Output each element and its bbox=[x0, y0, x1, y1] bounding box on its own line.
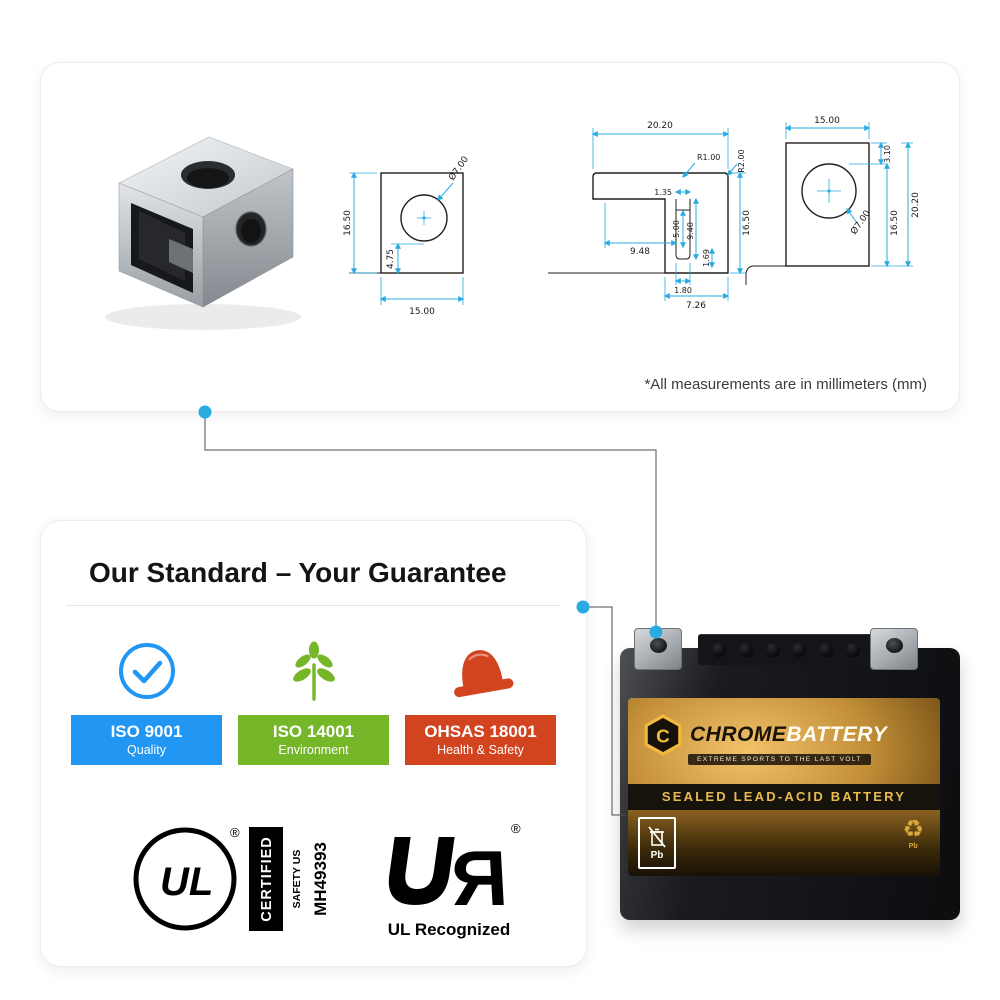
top-bolt-hole-bore bbox=[187, 168, 229, 188]
recycle-info: ♻ Pb bbox=[902, 816, 924, 851]
render-shadow bbox=[105, 304, 301, 330]
dim-section-height: 16.50 bbox=[742, 210, 752, 236]
pb-label: Pb bbox=[650, 850, 664, 861]
battery-product-image: C CHROMEBATTERY EXTREME SPORTS TO THE LA… bbox=[618, 590, 963, 928]
brand-part2: BATTERY bbox=[786, 723, 888, 746]
dim-front-hole-diameter: Ø7.00 bbox=[446, 155, 471, 183]
recycle-icon: ♻ bbox=[902, 816, 924, 843]
ul-recognized-label: UL Recognized bbox=[388, 920, 510, 939]
svg-text:R: R bbox=[446, 834, 515, 922]
dim-section-slot-depth: 9.40 bbox=[686, 222, 695, 240]
dim-side-width: 15.00 bbox=[814, 116, 840, 126]
ur-mark-glyph: R bbox=[388, 834, 515, 922]
dim-section-width: 20.20 bbox=[647, 121, 673, 131]
dim-side-height: 16.50 bbox=[890, 210, 900, 236]
crossed-trash-icon bbox=[648, 826, 666, 848]
brand-tagline: EXTREME SPORTS TO THE LAST VOLT bbox=[688, 754, 871, 765]
dim-section-slot-width: 5.00 bbox=[672, 220, 681, 238]
part-outline bbox=[349, 172, 464, 274]
dim-front-hole-offset: 4.75 bbox=[386, 249, 396, 269]
divider bbox=[66, 605, 561, 606]
badge-sublabel: Environment bbox=[278, 742, 349, 757]
dim-front-width: 15.00 bbox=[409, 307, 435, 317]
certified-bar bbox=[249, 827, 283, 931]
section-view-drawing: 20.20 R1.00 R2.00 1.35 5.00 9.48 9.40 1.… bbox=[548, 121, 752, 311]
plant-icon bbox=[282, 627, 346, 715]
badge-iso14001: ISO 14001 Environment bbox=[238, 715, 389, 765]
dim-section-step: 1.35 bbox=[654, 188, 672, 197]
dim-front-height: 16.50 bbox=[343, 210, 353, 236]
guarantee-card: Our Standard – Your Guarantee ISO 9001 Q… bbox=[40, 520, 587, 967]
pb-warning-box: Pb bbox=[638, 817, 676, 869]
brand-part1: CHROME bbox=[690, 723, 787, 746]
ul-recognized-mark: R ® UL Recognized bbox=[388, 821, 521, 939]
badge-ohsas18001: OHSAS 18001 Health & Safety bbox=[405, 715, 556, 765]
guarantee-title: Our Standard – Your Guarantee bbox=[89, 557, 507, 588]
registered-symbol: ® bbox=[230, 825, 240, 840]
ul-certified-mark: UL ® CERTIFIED SAFETY US MH49393 bbox=[133, 825, 330, 931]
battery-label: C CHROMEBATTERY EXTREME SPORTS TO THE LA… bbox=[628, 698, 940, 876]
file-number-text: MH49393 bbox=[311, 842, 330, 916]
product-type-band: SEALED LEAD-ACID BATTERY bbox=[628, 784, 940, 810]
badge-label: OHSAS 18001 bbox=[424, 722, 537, 742]
badge-sublabel: Health & Safety bbox=[437, 742, 524, 757]
dim-section-wall: 1.69 bbox=[702, 249, 711, 267]
side-view-drawing: 15.00 3.10 16.50 20.20 Ø7.00 bbox=[745, 116, 921, 285]
part-outline bbox=[745, 142, 870, 285]
ul-letters: UL bbox=[160, 860, 213, 904]
badge-label: ISO 14001 bbox=[272, 722, 355, 742]
terminal-bolt-hole bbox=[650, 638, 667, 653]
dimension-lines bbox=[784, 122, 913, 268]
dimensions-card: 16.50 15.00 4.75 Ø7.00 bbox=[40, 62, 960, 412]
side-cable-hole-bore bbox=[241, 219, 261, 243]
cert-iso14001: ISO 14001 Environment bbox=[238, 627, 389, 765]
dimension-lines bbox=[591, 128, 746, 301]
label-lower-area: Pb ♻ Pb bbox=[628, 810, 940, 876]
dim-section-inner-radius: R1.00 bbox=[697, 153, 720, 162]
badge-sublabel: Quality bbox=[127, 742, 166, 757]
dim-side-top-offset: 3.10 bbox=[883, 145, 892, 163]
dim-side-overall-height: 20.20 bbox=[911, 192, 921, 218]
certified-text: CERTIFIED bbox=[259, 836, 275, 922]
check-circle-icon bbox=[115, 627, 179, 715]
brand-hexagon-icon: C bbox=[644, 714, 682, 756]
cert-ohsas18001: OHSAS 18001 Health & Safety bbox=[405, 627, 556, 765]
terminal-bolt-hole bbox=[886, 638, 903, 653]
battery-terminal-left bbox=[634, 628, 682, 670]
certification-row: ISO 9001 Quality ISO 14001 Environment bbox=[71, 627, 556, 765]
dimension-lines bbox=[349, 171, 465, 305]
dim-section-channel-width: 9.48 bbox=[630, 247, 650, 257]
front-slot-tab bbox=[169, 239, 193, 273]
measurements-note: *All measurements are in millimeters (mm… bbox=[644, 376, 927, 393]
registered-symbol: ® bbox=[511, 821, 521, 836]
dim-section-lip: 1.80 bbox=[674, 286, 692, 295]
battery-terminal-right bbox=[870, 628, 918, 670]
hard-hat-icon bbox=[447, 627, 515, 715]
front-view-drawing: 16.50 15.00 4.75 Ø7.00 bbox=[343, 155, 471, 317]
brand-name: CHROMEBATTERY bbox=[690, 723, 887, 747]
badge-label: ISO 9001 bbox=[110, 722, 183, 742]
part-outline bbox=[548, 172, 729, 274]
dim-section-outer-radius: R2.00 bbox=[737, 149, 746, 172]
battery-vent-cover bbox=[698, 634, 874, 665]
ul-marks-row: UL ® CERTIFIED SAFETY US MH49393 R ® UL … bbox=[133, 813, 527, 945]
safety-us-text: SAFETY US bbox=[291, 850, 303, 909]
dim-section-base-width: 7.26 bbox=[686, 301, 706, 311]
brand-icon-letter: C bbox=[656, 726, 670, 747]
badge-iso9001: ISO 9001 Quality bbox=[71, 715, 222, 765]
pb-label-small: Pb bbox=[908, 843, 918, 850]
terminal-3d-render bbox=[105, 136, 301, 330]
brand-row: C CHROMEBATTERY bbox=[644, 714, 887, 756]
cert-iso9001: ISO 9001 Quality bbox=[71, 627, 222, 765]
ul-circle bbox=[133, 827, 237, 931]
